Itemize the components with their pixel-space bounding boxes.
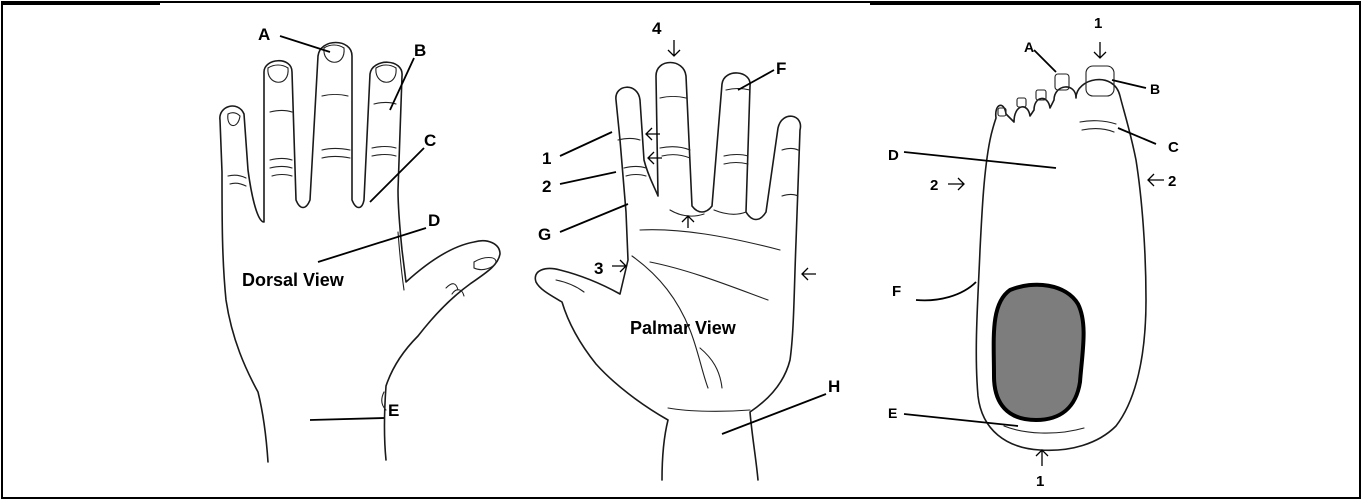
- palmar-arrow-side: [802, 268, 816, 280]
- leader-dorsal-a: [280, 36, 330, 52]
- palm-crease-middle: [650, 262, 768, 300]
- toenail-fourth: [1017, 98, 1026, 107]
- label-foot-1-bottom: 1: [1036, 473, 1044, 490]
- foot-arrow-2-left: [948, 178, 964, 190]
- label-foot-1-top: 1: [1094, 15, 1102, 32]
- label-foot-2-left: 2: [930, 177, 938, 194]
- leader-dorsal-c: [370, 148, 424, 202]
- label-palmar-f: F: [776, 59, 786, 78]
- label-dorsal-d: D: [428, 211, 440, 230]
- leader-palmar-2: [560, 172, 616, 184]
- label-foot-f: F: [892, 283, 901, 300]
- dorsal-hand-outline: [220, 43, 500, 463]
- palmar-wrist-line: [668, 408, 750, 411]
- leader-foot-a: [1034, 50, 1056, 72]
- leader-dorsal-d: [318, 228, 426, 262]
- dorsal-view-title: Dorsal View: [242, 270, 345, 290]
- palm-crease-extra: [700, 348, 722, 388]
- palmar-hand-outline: [535, 63, 800, 481]
- label-palmar-2: 2: [542, 177, 551, 196]
- leader-foot-c: [1118, 128, 1156, 144]
- leader-palmar-f: [738, 70, 774, 90]
- leader-palmar-g: [560, 204, 628, 232]
- toe-creases: [1080, 121, 1116, 132]
- dorsal-hand-drawing: [220, 43, 500, 463]
- foot-arrow-1-top: [1094, 42, 1106, 58]
- thumb-pad-line: [556, 280, 584, 292]
- nail-middle: [324, 45, 344, 62]
- label-palmar-4: 4: [652, 19, 662, 38]
- nail-ring: [268, 65, 288, 82]
- palm-crease-upper: [640, 230, 780, 250]
- leader-foot-f: [916, 282, 976, 300]
- label-palmar-3: 3: [594, 259, 603, 278]
- leader-dorsal-b: [390, 58, 414, 110]
- nail-index: [376, 65, 396, 82]
- label-palmar-g: G: [538, 225, 551, 244]
- foot-drawing: [976, 66, 1146, 450]
- palmar-arrow-2: [648, 152, 662, 164]
- palmar-view-title: Palmar View: [630, 318, 737, 338]
- label-foot-d: D: [888, 147, 899, 164]
- label-foot-b: B: [1150, 81, 1160, 97]
- label-dorsal-b: B: [414, 41, 426, 60]
- palmar-hand-drawing: [535, 63, 800, 481]
- label-foot-e: E: [888, 405, 897, 421]
- palmar-arrow-1: [646, 128, 660, 140]
- label-dorsal-c: C: [424, 131, 436, 150]
- leader-foot-e: [904, 414, 1018, 426]
- finger-creases: [618, 89, 798, 217]
- palmar-arrow-web: [682, 216, 694, 228]
- label-foot-a: A: [1024, 39, 1034, 55]
- palmar-arrow-3: [612, 260, 626, 272]
- heel-shaded-pad: [994, 285, 1084, 420]
- leader-foot-d: [904, 152, 1056, 168]
- label-dorsal-e: E: [388, 401, 399, 420]
- leader-dorsal-e: [310, 418, 384, 420]
- nail-little: [228, 113, 240, 126]
- foot-arrow-1-bottom: [1036, 450, 1048, 466]
- label-foot-2-right: 2: [1168, 173, 1176, 190]
- label-palmar-h: H: [828, 377, 840, 396]
- leader-palmar-h: [722, 394, 826, 434]
- label-foot-c: C: [1168, 139, 1179, 156]
- label-palmar-1: 1: [542, 149, 551, 168]
- foot-arrow-2-right: [1148, 174, 1164, 186]
- palmar-arrow-4: [668, 40, 680, 56]
- leader-foot-b: [1112, 80, 1146, 88]
- heel-crease: [1004, 426, 1084, 433]
- label-dorsal-a: A: [258, 25, 270, 44]
- leader-palmar-1: [560, 132, 612, 156]
